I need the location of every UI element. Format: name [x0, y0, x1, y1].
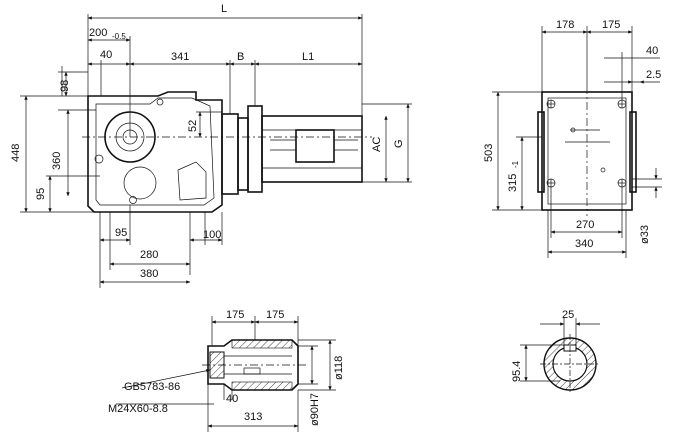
dim-200: 200: [89, 27, 107, 39]
input-adaptor: [221, 113, 239, 195]
dim-380: 380: [140, 268, 158, 280]
gearbox-inner-outline: [95, 97, 215, 206]
dim-340: 340: [575, 238, 593, 250]
keyway: [243, 367, 261, 375]
dim-L: L: [221, 3, 227, 15]
dim-280: 280: [140, 249, 158, 261]
dim-313: 313: [244, 411, 262, 423]
dim-AC: AC: [371, 137, 383, 152]
dim-200-tol: -0.5: [112, 32, 126, 41]
mounting-hole-left: [94, 154, 104, 164]
dim-40-side: 40: [100, 49, 112, 61]
dim-341: 341: [171, 51, 189, 63]
label-gb5783: GB5783-86: [124, 381, 180, 393]
motor-body: [261, 115, 363, 183]
dim-52: 52: [187, 120, 199, 132]
dim-118: ø118: [333, 356, 345, 380]
coupling: [237, 117, 249, 191]
dim-360: 360: [51, 152, 63, 170]
dim-178: 178: [556, 19, 574, 31]
side-view: L 200 -0.5 40 341 B L1 448 98 360 95: [10, 3, 412, 288]
dim-40-shaft: 40: [226, 393, 238, 405]
section-view: 25 95.4: [511, 309, 600, 394]
dim-98: 98: [59, 80, 71, 92]
mounting-hole-top: [156, 98, 164, 106]
dim-95-left: 95: [35, 188, 47, 200]
dim-25: 25: [562, 309, 574, 321]
dim-503: 503: [483, 144, 495, 162]
dim-100: 100: [203, 229, 221, 241]
dim-33: ø33: [639, 225, 651, 244]
dim-315-tol: -1: [511, 160, 520, 168]
shaft-view: 175 175 ø118 ø90H7 GB5783-86 M24X60-8.8 …: [108, 309, 345, 432]
end-flange-left: [537, 111, 545, 193]
shaft-hatch-top: [231, 339, 293, 349]
dim-2-5: 2.5: [646, 69, 661, 81]
dim-175-end: 175: [602, 19, 620, 31]
shaft-hatch-bottom: [231, 381, 293, 391]
dim-L1: L1: [302, 51, 314, 63]
dim-40-end: 40: [646, 45, 658, 57]
gearbox-housing: [87, 91, 223, 213]
dim-448: 448: [10, 144, 22, 162]
lower-gear-circle: [123, 166, 157, 200]
motor-flange: [247, 105, 263, 193]
terminal-box: [295, 129, 335, 163]
end-view: 178 175 40 2.5 503 315 -1 ø33 270 340: [483, 19, 662, 258]
dim-175-shaft-a: 175: [226, 309, 244, 321]
mounting-hole-bottom: [129, 196, 137, 204]
dim-90: ø90H7: [309, 393, 321, 426]
dim-G: G: [393, 139, 405, 148]
dim-315: 315: [507, 174, 519, 192]
dim-95-bottom: 95: [115, 227, 127, 239]
label-bolt: M24X60-8.8: [108, 403, 168, 415]
dim-175-shaft-b: 175: [266, 309, 284, 321]
dim-B: B: [237, 51, 244, 63]
dim-270: 270: [576, 219, 594, 231]
end-flange-right: [629, 111, 637, 193]
dim-95-4: 95.4: [511, 361, 523, 382]
